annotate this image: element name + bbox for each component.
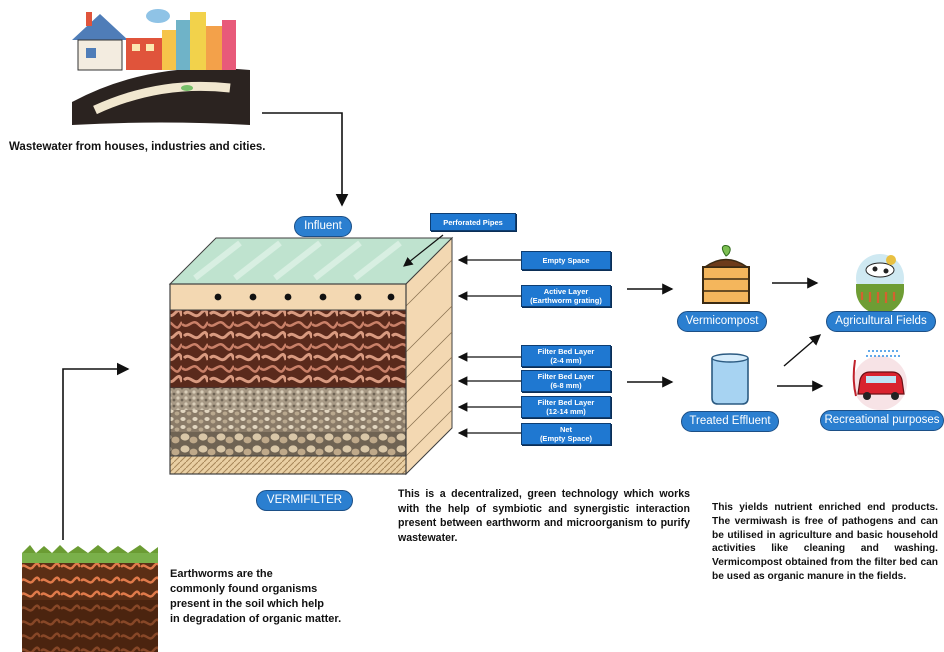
perforated-pipes-tag: Perforated Pipes bbox=[430, 213, 516, 231]
agricultural-field-icon bbox=[856, 254, 904, 314]
layer-pointer-arrows bbox=[457, 255, 521, 438]
treated-effluent-label: Treated Effluent bbox=[681, 411, 779, 432]
layer-tag-empty-space: Empty Space bbox=[521, 251, 611, 270]
agricultural-fields-label: Agricultural Fields bbox=[826, 311, 936, 332]
vermifilter-description: This is a decentralized, green technolog… bbox=[398, 488, 690, 544]
wastewater-source-caption: Wastewater from houses, industries and c… bbox=[9, 141, 266, 153]
layer-tag-active-layer: Active Layer (Earthworm grating) bbox=[521, 285, 611, 307]
city-illustration bbox=[72, 9, 250, 125]
recreational-car-icon bbox=[852, 350, 907, 410]
layer-tag-filter-bed-6-8: Filter Bed Layer (6-8 mm) bbox=[521, 370, 611, 392]
layer-tag-filter-bed-12-14: Filter Bed Layer (12-14 mm) bbox=[521, 396, 611, 418]
vermicompost-crate-icon bbox=[702, 245, 750, 304]
vermifilter-label: VERMIFILTER bbox=[256, 490, 353, 511]
layer-tag-net: Net (Empty Space) bbox=[521, 423, 611, 445]
end-products-summary: This yields nutrient enriched end produc… bbox=[712, 502, 938, 582]
recreational-purposes-label: Recreational purposes bbox=[820, 410, 944, 431]
perforated-pipe-holes bbox=[214, 293, 395, 301]
soil-cutaway-illustration bbox=[22, 545, 158, 652]
influent-label: Influent bbox=[294, 216, 352, 237]
vermifilter-box bbox=[168, 236, 454, 476]
treated-effluent-beaker-icon bbox=[711, 353, 749, 405]
layer-tag-filter-bed-2-4: Filter Bed Layer (2-4 mm) bbox=[521, 345, 611, 367]
vermicompost-label: Vermicompost bbox=[677, 311, 767, 332]
soil-earthworm-caption: Earthworms are the commonly found organi… bbox=[170, 568, 342, 625]
